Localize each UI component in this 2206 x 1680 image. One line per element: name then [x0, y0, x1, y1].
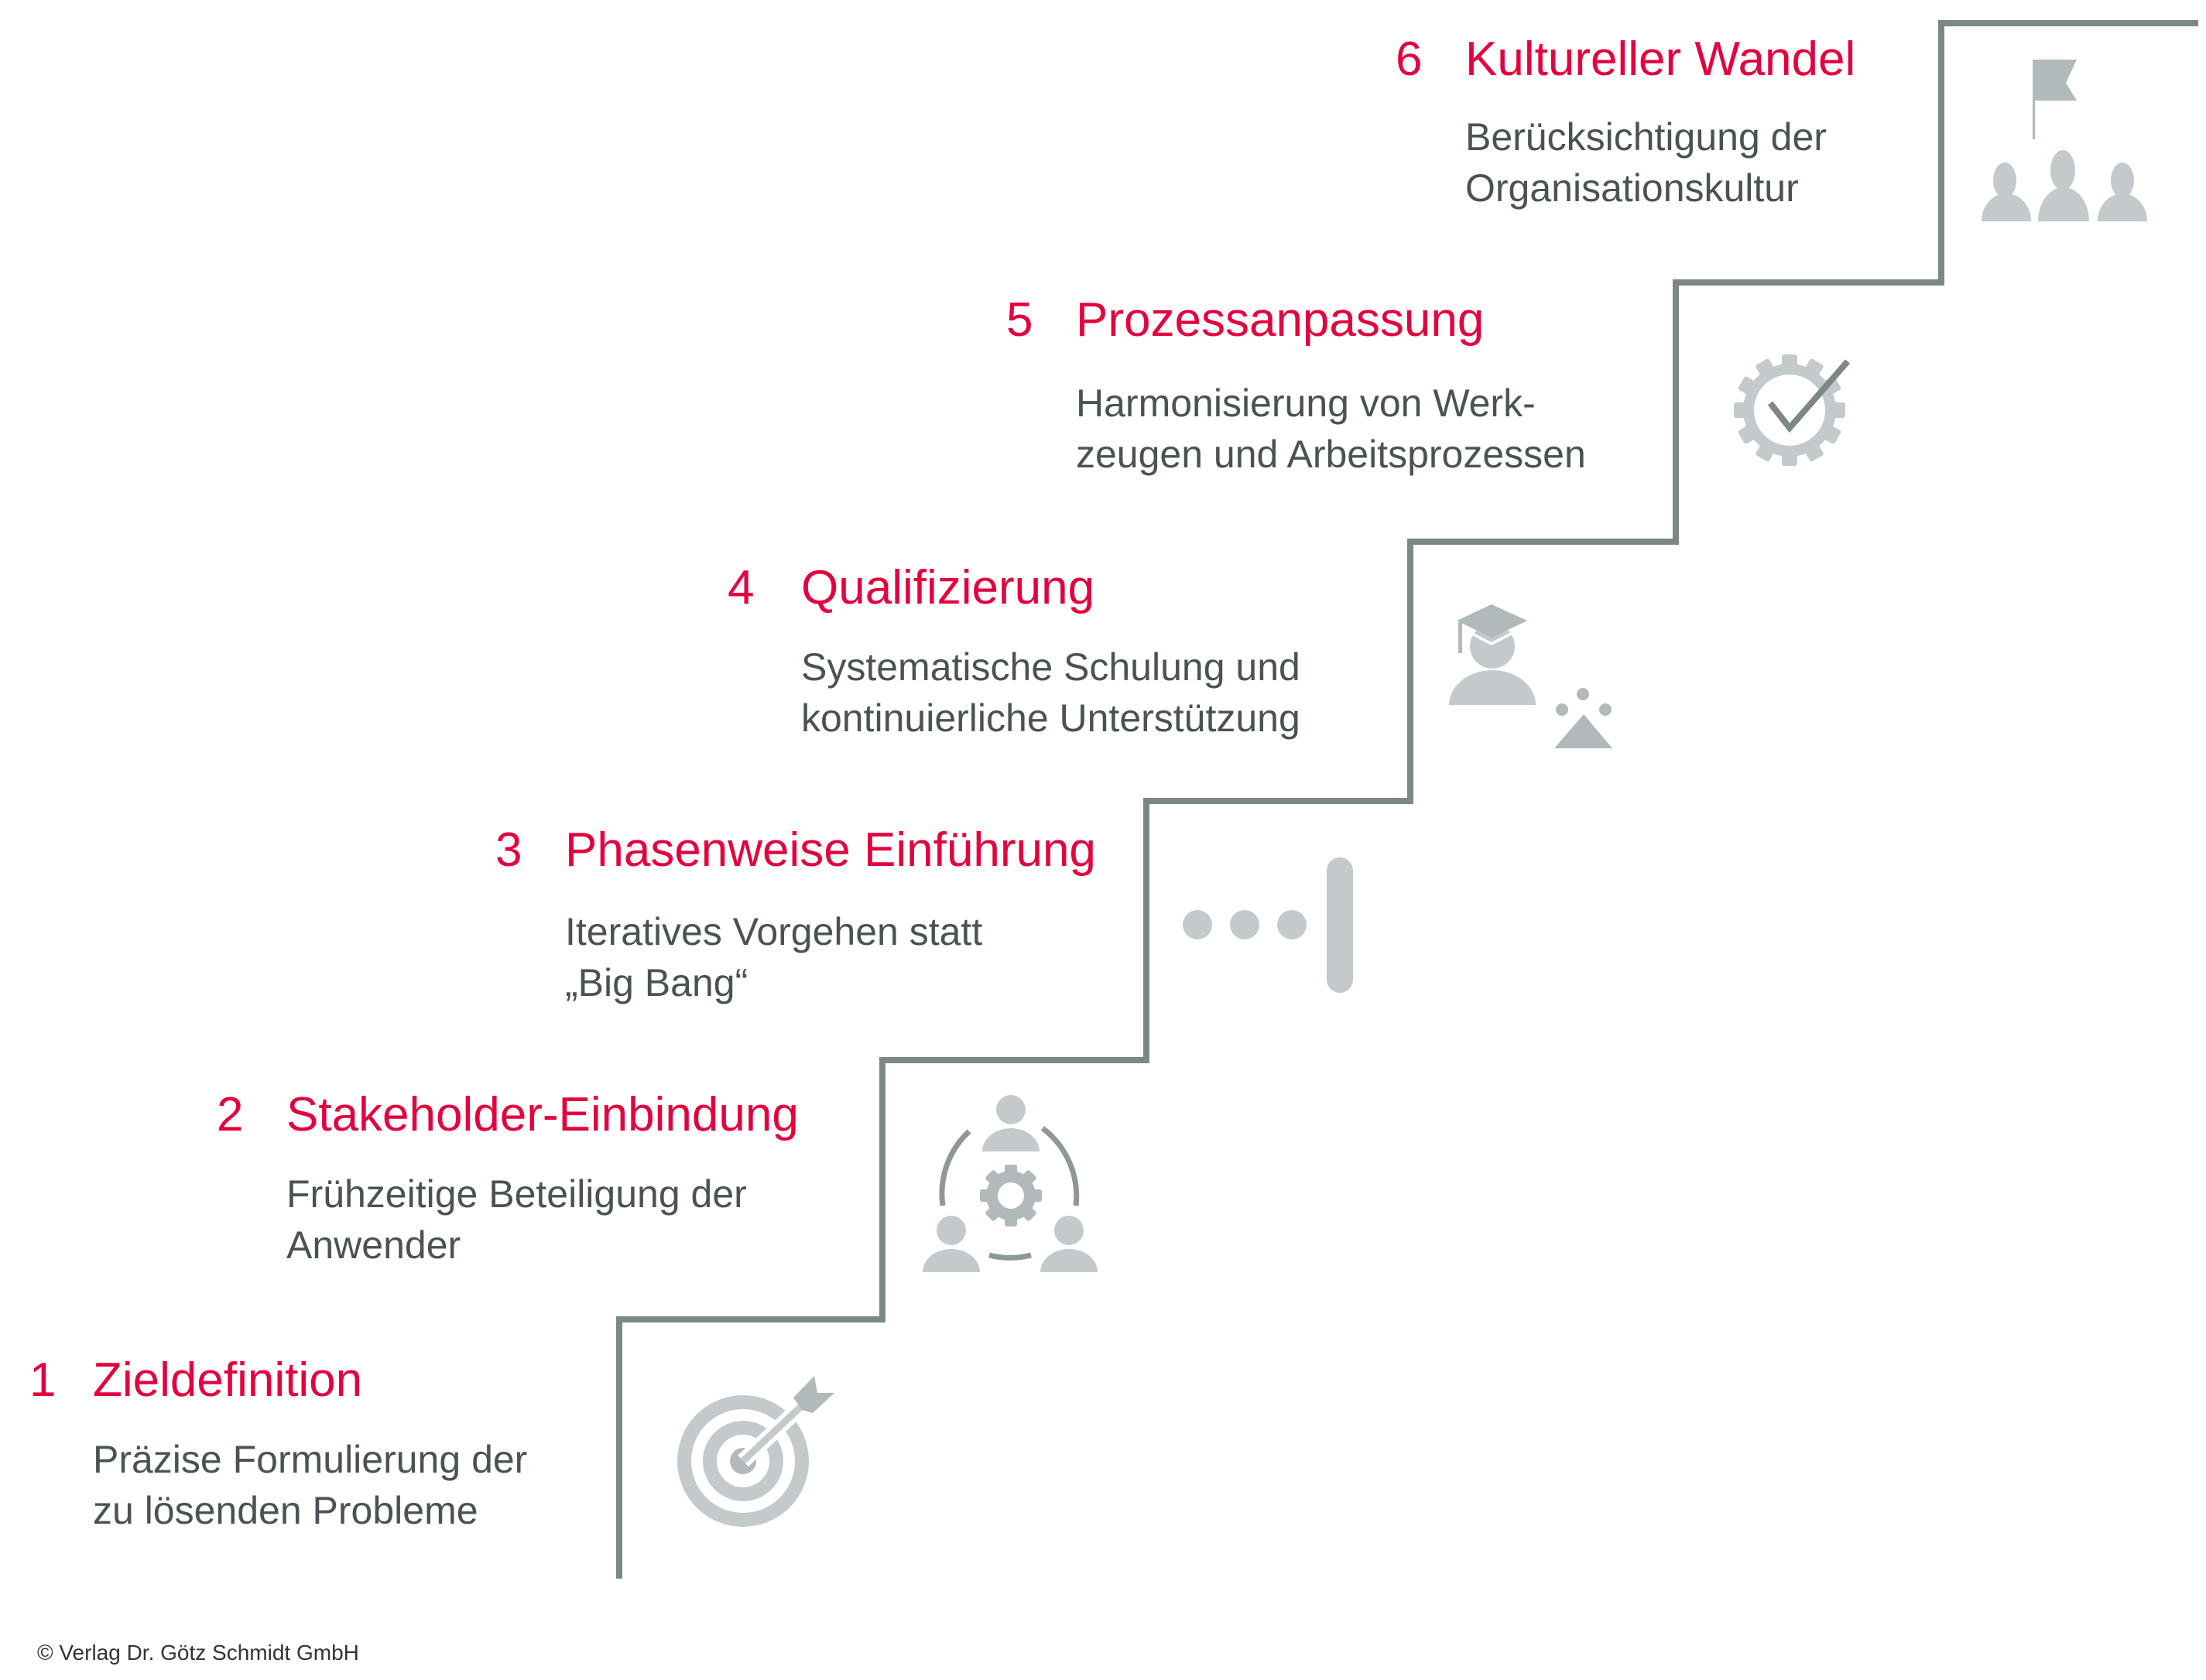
step-number: 1	[29, 1353, 57, 1407]
description-line: zeugen und Arbeitsprozessen	[1076, 433, 1586, 476]
dots-milestone-icon	[1183, 857, 1353, 993]
step-description: Harmonisierung von Werk- zeugen und Arbe…	[1076, 378, 1586, 480]
description-line: Organisationskultur	[1465, 166, 1799, 210]
step-description: Systematische Schulung und kontinuierlic…	[801, 642, 1300, 744]
copyright-notice: © Verlag Dr. Götz Schmidt GmbH	[37, 1641, 359, 1665]
step-title: Phasenweise Einführung	[565, 823, 1096, 877]
step-description: Frühzeitige Beteiligung der Anwender	[286, 1168, 747, 1271]
description-line: Präzise Formulierung der	[93, 1438, 528, 1481]
step-title: Stakeholder-Einbindung	[286, 1088, 799, 1141]
gear-check-icon	[1734, 354, 1851, 466]
target-arrow-icon	[677, 1376, 834, 1527]
step-title: Prozessanpassung	[1076, 293, 1485, 347]
description-line: Iteratives Vorgehen statt	[565, 910, 983, 953]
team-gear-cycle-icon	[923, 1095, 1098, 1272]
step-title: Qualifizierung	[801, 561, 1095, 614]
description-line: zu lösenden Probleme	[93, 1489, 478, 1532]
description-line: Anwender	[286, 1223, 461, 1267]
step-number: 2	[217, 1088, 244, 1141]
graduate-learner-icon	[1449, 604, 1612, 748]
step-description: Iteratives Vorgehen statt „Big Bang“	[565, 906, 982, 1008]
description-line: Harmonisierung von Werk-	[1076, 382, 1536, 425]
description-line: Systematische Schulung und	[801, 645, 1300, 689]
step-number: 3	[495, 823, 522, 877]
step-title: Zieldefinition	[93, 1353, 363, 1407]
step-number: 4	[728, 561, 755, 614]
step-description: Berücksichtigung der Organisationskultur	[1465, 111, 1827, 214]
description-line: kontinuierliche Unterstützung	[801, 696, 1300, 740]
step-title: Kultureller Wandel	[1465, 33, 1856, 86]
flag-group-icon	[1982, 60, 2147, 221]
step-number: 6	[1396, 33, 1423, 86]
description-line: Berücksichtigung der	[1465, 115, 1827, 159]
description-line: „Big Bang“	[565, 961, 748, 1004]
step-description: Präzise Formulierung der zu lösenden Pro…	[93, 1434, 527, 1536]
description-line: Frühzeitige Beteiligung der	[286, 1172, 747, 1216]
step-number: 5	[1006, 293, 1033, 347]
